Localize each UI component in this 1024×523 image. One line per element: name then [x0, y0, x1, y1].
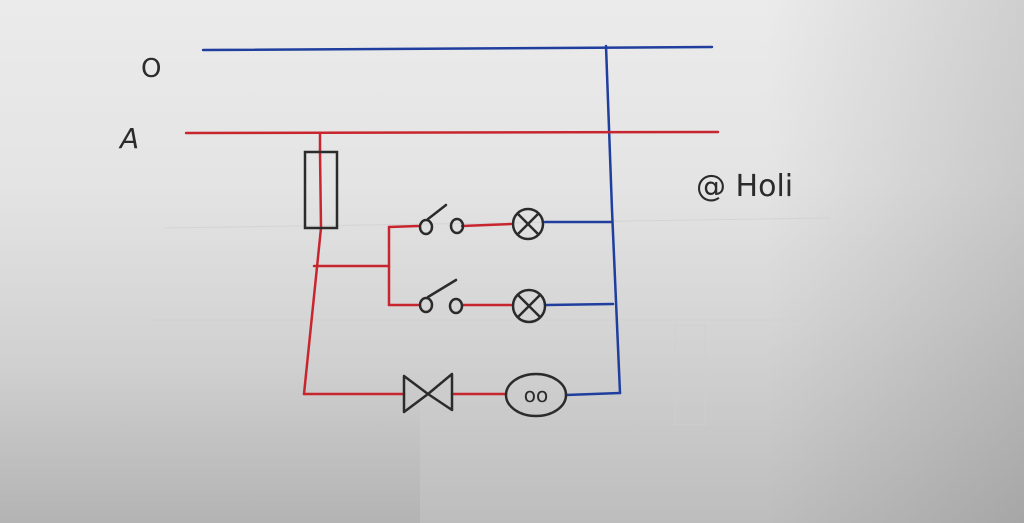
live-busbar: [184, 130, 720, 135]
motor-label: oo: [524, 383, 548, 407]
paper-ghost-lines: [150, 217, 831, 426]
bowtie-icon: [402, 374, 430, 414]
motor-icon: oo: [504, 372, 568, 418]
lamp-icon: [511, 207, 545, 241]
live-main-vertical: [302, 226, 323, 396]
signature-text: @ Holi: [696, 169, 793, 204]
neutral-motor: [564, 391, 622, 397]
live-to-switch-1: [387, 224, 420, 229]
line-o-label: O: [141, 54, 161, 84]
paper-shadow-bottom: [0, 363, 420, 523]
neutral-return-vertical: [604, 44, 622, 395]
live-wiring: [184, 130, 720, 396]
line-a-label: A: [118, 122, 139, 155]
bowtie-icon: [426, 372, 454, 412]
switch-icon: [418, 203, 465, 236]
lamp-icon: [511, 288, 547, 324]
neutral-lamp-2: [544, 302, 615, 307]
switch-icon: [418, 278, 464, 315]
switch-1-to-lamp-1: [460, 222, 513, 228]
neutral-wiring: [201, 44, 714, 397]
paper-shadow: [764, 0, 1024, 523]
fuse-internal-wire: [318, 150, 323, 230]
fuse-icon: [303, 150, 339, 230]
neutral-busbar: [201, 45, 714, 52]
